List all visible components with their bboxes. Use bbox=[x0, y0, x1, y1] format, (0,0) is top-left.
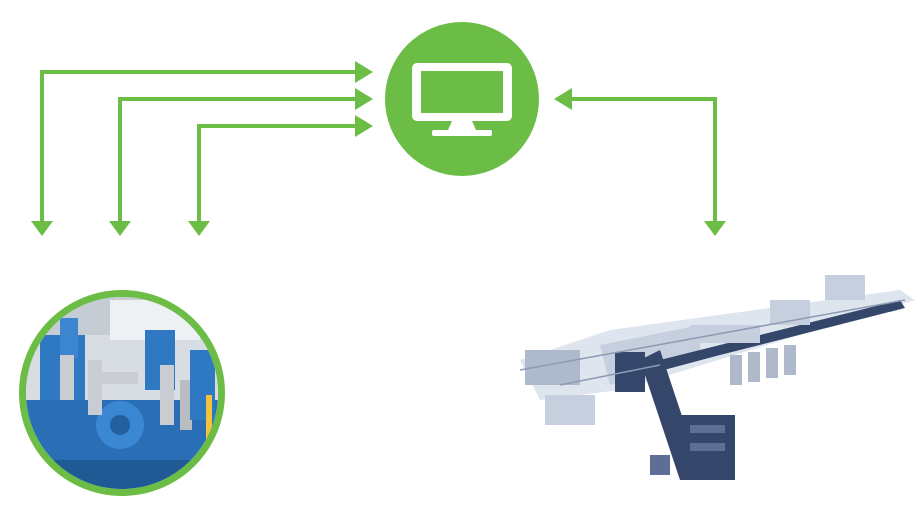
arrowhead-left-icon bbox=[554, 88, 572, 110]
monitor-icon bbox=[412, 63, 512, 136]
arrowhead-down-icon bbox=[31, 221, 53, 236]
arrowheads bbox=[31, 61, 726, 236]
arrowhead-down-icon bbox=[109, 221, 131, 236]
connector-line-inner bbox=[197, 124, 362, 227]
arrowhead-down-icon bbox=[188, 221, 210, 236]
connector-line-middle bbox=[118, 97, 362, 227]
arrowhead-right-icon bbox=[355, 61, 373, 83]
arrowhead-right-icon bbox=[355, 115, 373, 137]
connector-line-outer bbox=[40, 70, 362, 227]
arrowhead-right-icon bbox=[355, 88, 373, 110]
industrial-plant-3d-model bbox=[519, 275, 915, 480]
connectors bbox=[40, 70, 717, 227]
monitor-node bbox=[385, 22, 539, 176]
plant-node bbox=[519, 275, 915, 480]
arrowhead-down-icon bbox=[704, 221, 726, 236]
connector-line-right bbox=[565, 97, 717, 227]
compressor-node bbox=[19, 290, 225, 496]
